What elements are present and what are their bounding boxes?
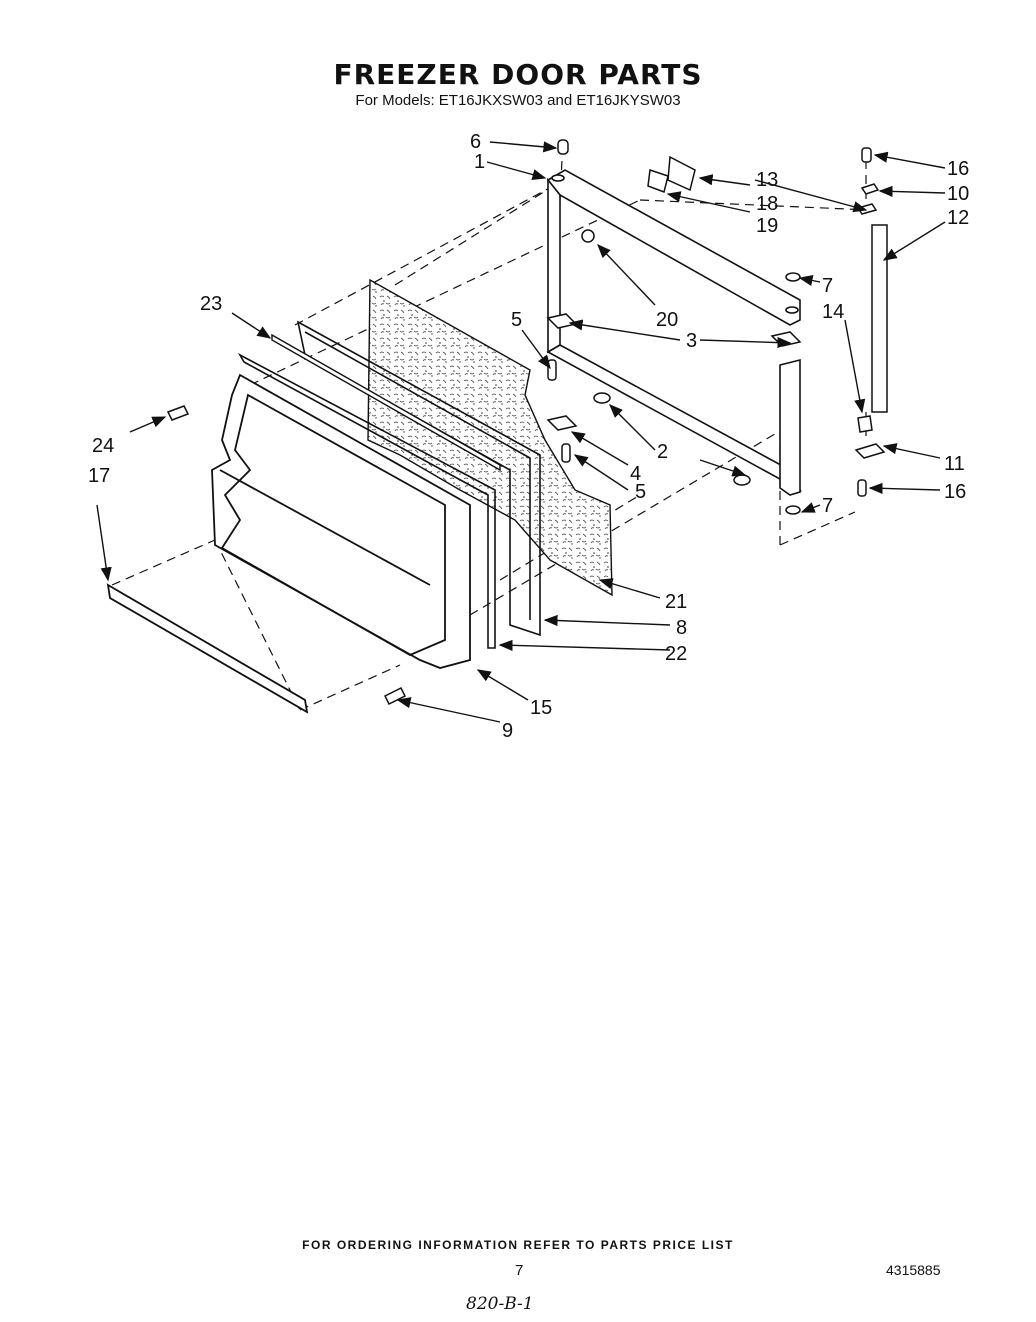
inner-gasket [237, 353, 496, 649]
callout-17: 17 [88, 465, 110, 487]
callout-10: 10 [947, 183, 969, 205]
door-liner [211, 373, 471, 669]
callout-22: 22 [665, 643, 687, 665]
callout-16b: 16 [944, 481, 966, 503]
ordering-note: FOR ORDERING INFORMATION REFER TO PARTS … [302, 1238, 734, 1252]
callout-6: 6 [470, 131, 481, 153]
callout-18: 18 [756, 193, 778, 215]
callout-2: 2 [657, 441, 668, 463]
callout-4: 4 [630, 463, 641, 485]
door-frame [546, 169, 802, 496]
page-title: FREEZER DOOR PARTS [333, 58, 703, 91]
callout-labels: 6 1 13 18 19 16 10 12 7 14 20 3 5 23 2 4… [88, 131, 969, 742]
callout-9: 9 [502, 720, 513, 742]
callout-23: 23 [200, 293, 222, 315]
callout-20: 20 [656, 309, 678, 331]
callout-21: 21 [665, 591, 687, 613]
callout-14: 14 [822, 301, 844, 323]
document-number: 4315885 [886, 1262, 941, 1278]
handwritten-note: 820-B-1 [466, 1294, 534, 1314]
callout-19: 19 [756, 215, 778, 237]
leader-arrows [96, 141, 946, 723]
callout-5a: 5 [511, 309, 522, 331]
page-number: 7 [515, 1262, 524, 1279]
callout-16a: 16 [947, 158, 969, 180]
callout-7a: 7 [822, 275, 833, 297]
alignment-lines [111, 159, 871, 711]
callout-8: 8 [676, 617, 687, 639]
callout-11: 11 [944, 453, 965, 475]
door-strip [271, 333, 501, 472]
callout-12: 12 [947, 207, 969, 229]
callout-3: 3 [686, 330, 697, 352]
door-shelf [106, 583, 309, 714]
callout-7b: 7 [822, 495, 833, 517]
callout-13: 13 [756, 169, 778, 191]
model-subtitle: For Models: ET16JKXSW03 and ET16JKYSW03 [355, 92, 681, 109]
callout-5b: 5 [635, 481, 646, 503]
insulation-panel [367, 278, 613, 597]
callout-15: 15 [530, 697, 552, 719]
callout-1: 1 [474, 151, 485, 173]
callout-24: 24 [92, 435, 114, 457]
